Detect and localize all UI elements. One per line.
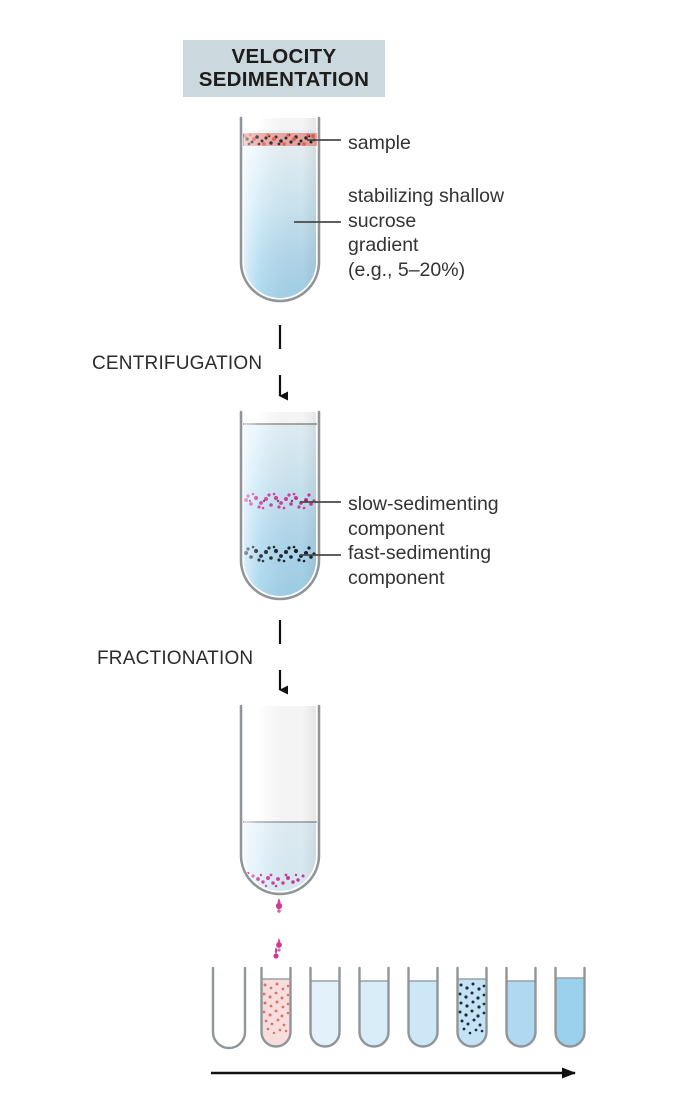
- diagram-title-line2: SEDIMENTATION: [198, 67, 370, 91]
- tube2-outline: [239, 410, 321, 601]
- collection-tube-1: [211, 966, 247, 1050]
- callout-fast-line-1: fast-sedimenting: [348, 542, 492, 564]
- diagram-title-banner: VELOCITY SEDIMENTATION: [183, 40, 385, 97]
- callout-gradient-line-1: stabilizing shallow: [348, 185, 505, 207]
- tube3-outline: [239, 704, 321, 896]
- collection-tube-2-fill: [261, 979, 291, 1047]
- callout-sucrose-gradient: stabilizing shallow sucrose gradient (e.…: [348, 184, 504, 282]
- tube-draining: [239, 704, 321, 896]
- tube1-outline: [239, 116, 321, 303]
- tube-loaded-gradient: [239, 116, 321, 303]
- callout-fast-sedimenting: fast-sedimenting component: [348, 541, 491, 590]
- collection-tube-6: [456, 966, 488, 1048]
- callout-slow-line-2: component: [348, 517, 445, 540]
- callout-slow-sedimenting: slow-sedimenting component: [348, 492, 499, 541]
- collection-tube-5: [407, 966, 439, 1048]
- stage-label-fractionation: FRACTIONATION: [97, 648, 254, 669]
- callout-slow-line-1: slow-sedimenting: [348, 493, 499, 515]
- collection-tube-7: [505, 966, 537, 1048]
- collection-tube-6-particles: [458, 982, 486, 1035]
- collection-tube-4: [358, 966, 390, 1048]
- diagram-title-line1: VELOCITY: [231, 44, 337, 68]
- tube2-shading: [244, 412, 316, 596]
- tube1-shading: [244, 118, 316, 298]
- stage-label-centrifugation: CENTRIFUGATION: [92, 353, 263, 374]
- falling-drips: [275, 898, 283, 952]
- callout-sample-line-1: sample: [348, 132, 411, 154]
- tube3-shading: [244, 706, 316, 891]
- drip-into-collection-tube-2: [273, 947, 279, 959]
- callout-gradient-line-2: sucrose: [348, 209, 417, 232]
- callout-fast-line-2: component: [348, 566, 445, 589]
- tube-centrifuged: [239, 410, 321, 601]
- collection-tube-8: [554, 966, 586, 1048]
- collection-tube-3: [309, 966, 341, 1048]
- callout-gradient-line-3: gradient: [348, 234, 419, 257]
- callout-gradient-line-4: (e.g., 5–20%): [348, 258, 466, 281]
- callout-sample: sample: [348, 131, 411, 156]
- collection-tube-2-particles: [262, 982, 290, 1035]
- collection-tube-2: [260, 947, 292, 1048]
